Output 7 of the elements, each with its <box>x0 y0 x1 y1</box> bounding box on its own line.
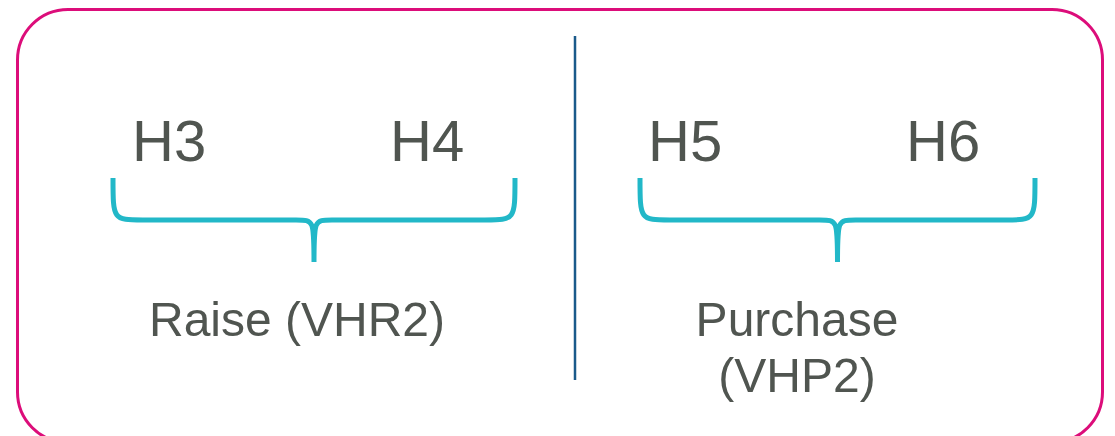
column-heading: H5 <box>648 112 723 170</box>
column-heading: H6 <box>906 112 981 170</box>
column-heading: H4 <box>390 112 465 170</box>
column-heading: H3 <box>132 112 207 170</box>
rounded-frame <box>16 8 1104 436</box>
group-caption: Purchase (VHP2) <box>694 292 900 404</box>
group-caption: Raise (VHR2) <box>147 292 447 348</box>
